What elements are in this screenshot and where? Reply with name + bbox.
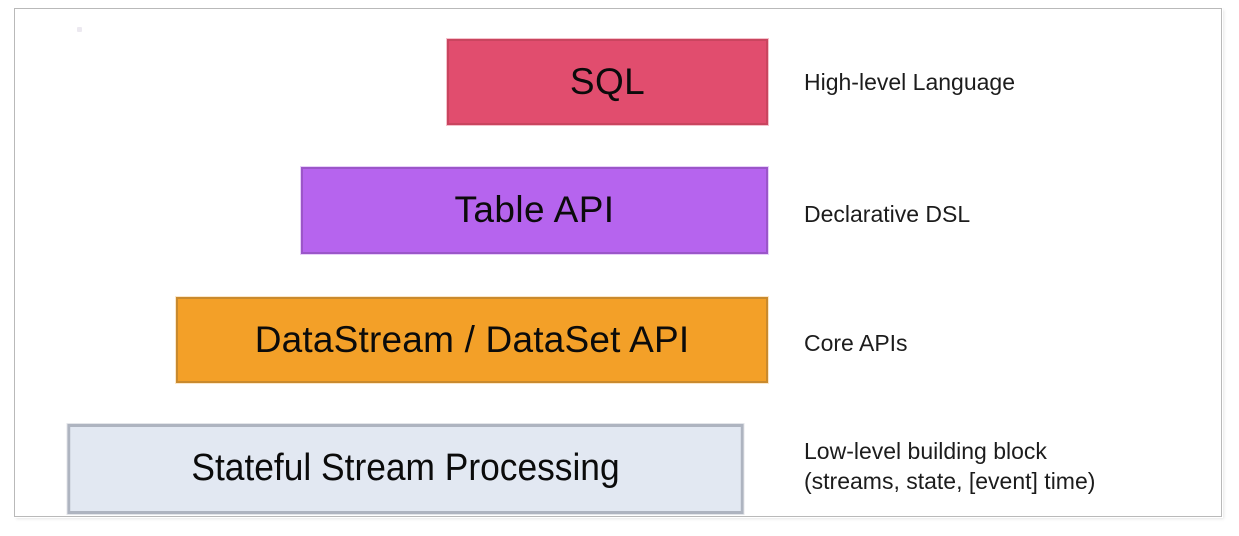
- layer-box-sql[interactable]: SQL: [447, 39, 768, 125]
- layer-box-stateful-stream-processing-label: Stateful Stream Processing: [191, 447, 620, 490]
- layer-description-core-apis: Core APIs: [804, 330, 908, 356]
- slide-frame: SQL High-level Language Table API Declar…: [14, 8, 1222, 517]
- layer-box-table-api-label: Table API: [454, 189, 615, 231]
- layer-description-table-api: Declarative DSL: [804, 201, 971, 227]
- layer-description-stateful-stream-processing: Low-level building block (streams, state…: [804, 438, 1096, 494]
- layer-description-sql: High-level Language: [804, 69, 1015, 95]
- layer-box-stateful-stream-processing[interactable]: Stateful Stream Processing: [67, 424, 744, 514]
- layer-box-sql-label: SQL: [569, 60, 646, 102]
- slide-canvas: SQL High-level Language Table API Declar…: [15, 9, 1221, 516]
- slide-artifact-mark: [77, 27, 82, 32]
- layer-box-table-api[interactable]: Table API: [301, 167, 768, 254]
- layer-box-datastream-dataset-api[interactable]: DataStream / DataSet API: [176, 297, 768, 383]
- layer-box-datastream-dataset-api-label: DataStream / DataSet API: [254, 318, 690, 360]
